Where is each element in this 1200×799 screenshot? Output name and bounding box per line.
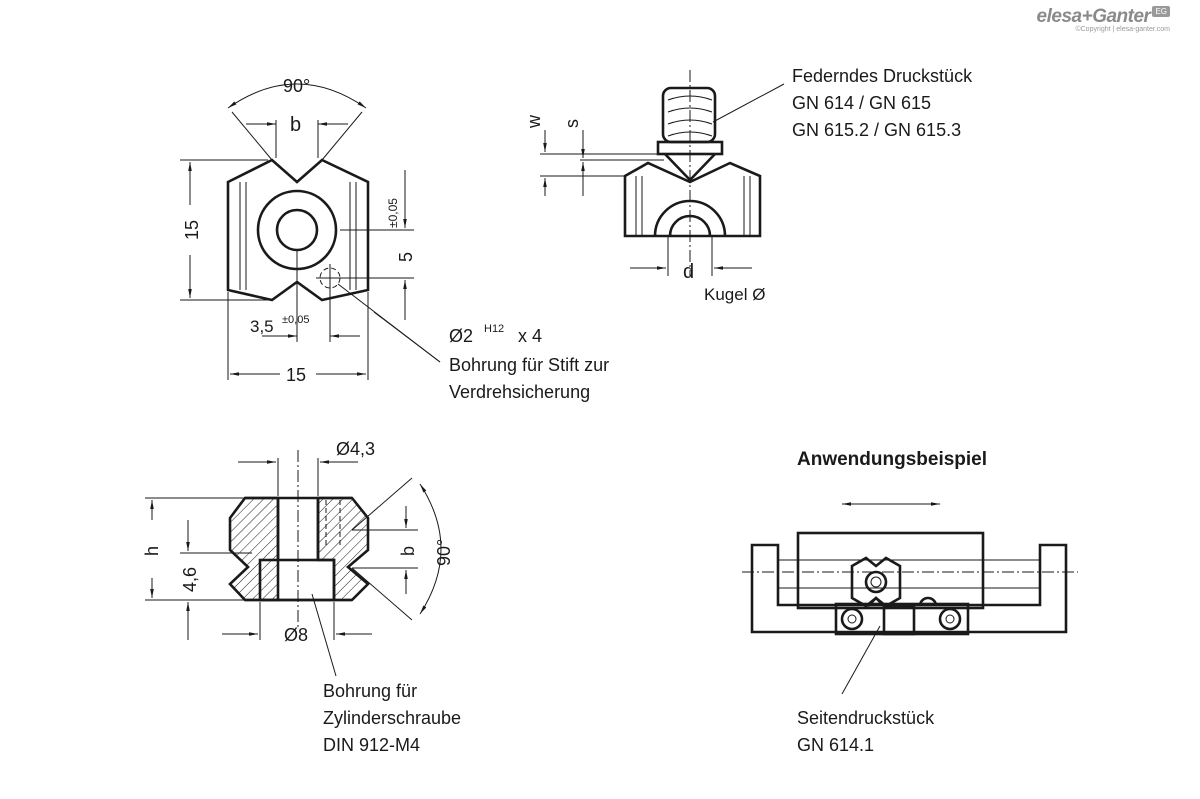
five-label: 5 bbox=[396, 252, 416, 262]
example-title: Anwendungsbeispiel bbox=[797, 449, 987, 470]
offset-tolerance-label: ±0,05 bbox=[282, 314, 309, 326]
example-note-line1: Seitendruckstück bbox=[797, 708, 935, 728]
d-label: d bbox=[683, 261, 694, 283]
offset-label: 3,5 bbox=[250, 317, 274, 336]
v-block bbox=[623, 161, 762, 238]
section-left bbox=[228, 496, 280, 602]
application-example: Anwendungsbeispiel Seitendruckstück GN 6… bbox=[742, 449, 1078, 755]
section-right bbox=[316, 496, 370, 602]
example-note-line2: GN 614.1 bbox=[797, 735, 874, 755]
brand-badge: EG bbox=[1152, 6, 1170, 17]
top-left-view: 90° b 15 ±0,05 5 3,5 ±0,05 15 bbox=[180, 76, 441, 385]
pin-note-line2: Verdrehsicherung bbox=[449, 382, 590, 402]
pin-note: Ø2 H12 x 4 Bohrung für Stift zur Verdreh… bbox=[449, 323, 609, 402]
bore-circle bbox=[275, 208, 319, 252]
b-section-label: b bbox=[398, 546, 418, 556]
callout-line1: Federndes Druckstück bbox=[792, 66, 973, 86]
brand-copyright: ©Copyright | elesa-ganter.com bbox=[1075, 26, 1170, 33]
rail-frame bbox=[750, 543, 1068, 634]
depth-label: 4,6 bbox=[180, 567, 200, 592]
b-label: b bbox=[290, 114, 301, 136]
pin-note-line1: Bohrung für Stift zur bbox=[449, 355, 609, 375]
bore-large-label: Ø8 bbox=[284, 625, 308, 645]
section-view: Ø4,3 h 4,6 b 90° Ø8 Bohrung für Zylinder… bbox=[142, 439, 461, 755]
ball-label: Kugel Ø bbox=[704, 285, 765, 304]
top-right-view: w s d Kugel Ø Federndes Druckstück GN 61… bbox=[524, 66, 973, 304]
pin-count: x 4 bbox=[518, 326, 542, 346]
h-label: h bbox=[142, 546, 162, 556]
tolerance-label: ±0,05 bbox=[386, 198, 400, 228]
section-note-line1: Bohrung für bbox=[323, 681, 417, 701]
block-outline bbox=[226, 158, 370, 302]
brand-name: elesa+Ganter bbox=[1036, 6, 1151, 27]
callout-line2: GN 614 / GN 615 bbox=[792, 93, 931, 113]
counterbore bbox=[258, 558, 336, 602]
pin-diameter: Ø2 bbox=[449, 326, 473, 346]
section-note-line2: Zylinderschraube bbox=[323, 708, 461, 728]
angle-label: 90° bbox=[283, 76, 310, 96]
s-label: s bbox=[562, 119, 582, 128]
section-angle-label: 90° bbox=[434, 539, 454, 566]
pin-fit: H12 bbox=[484, 323, 504, 335]
bore-small-label: Ø4,3 bbox=[336, 439, 375, 459]
w-label: w bbox=[524, 114, 544, 129]
section-note-line3: DIN 912-M4 bbox=[323, 735, 420, 755]
callout-line3: GN 615.2 / GN 615.3 bbox=[792, 120, 961, 140]
height-label: 15 bbox=[182, 220, 202, 240]
sliding-block bbox=[796, 531, 985, 610]
width-label: 15 bbox=[286, 365, 306, 385]
